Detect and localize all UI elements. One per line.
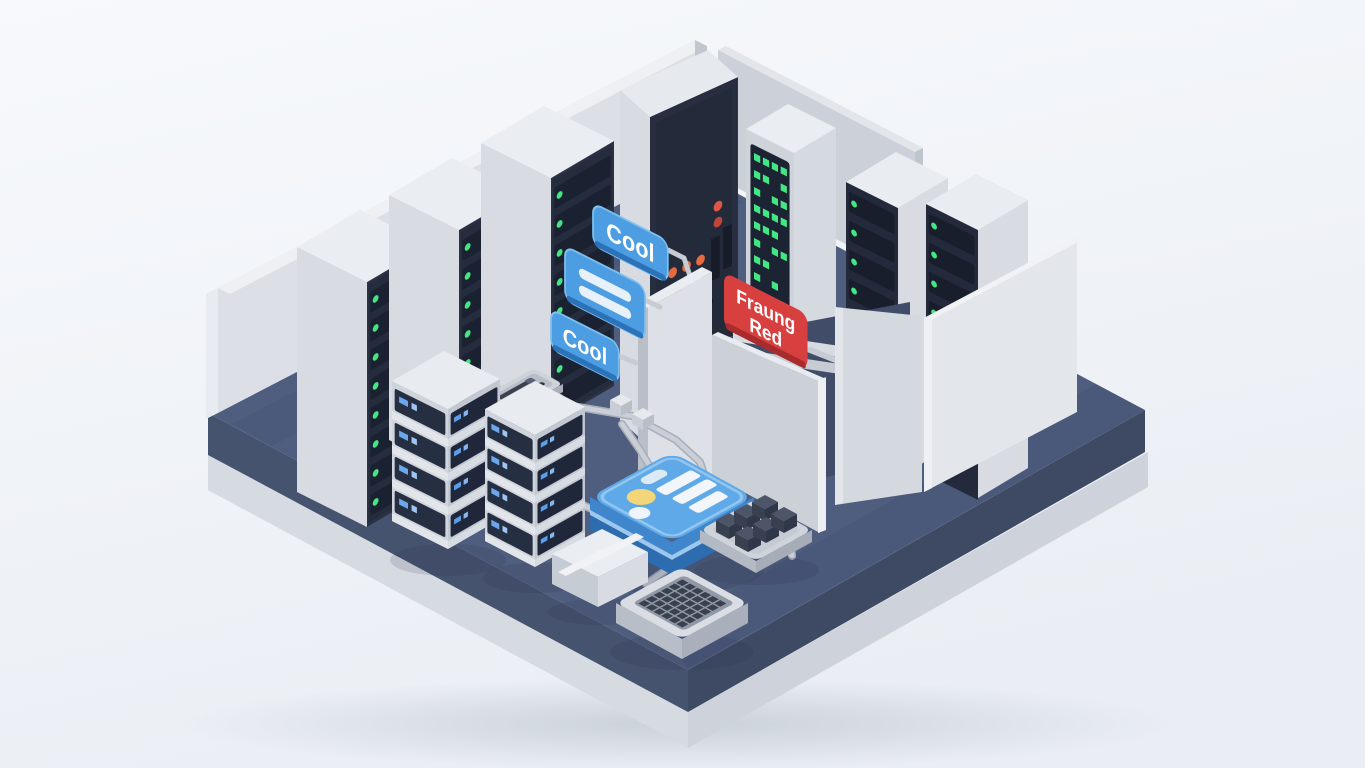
enclosure-left-wall [712,332,826,533]
connector-box-2 [632,408,654,430]
mini-server-stack-1 [392,351,501,549]
chip-cube-tray [700,495,812,573]
floor-side-right [688,410,1145,712]
platform-base [208,452,1148,748]
connector-box-1 [610,394,632,416]
dashboard-avatar-circle [626,489,656,505]
tag-stems [616,247,687,366]
red-tag: Fraung Red [724,275,841,369]
tool-screwdriver-1 [497,379,533,400]
dashboard-pill [640,469,668,485]
dashboard-blob [628,507,651,519]
server-rack-3 [481,106,614,423]
stepped-device [552,529,648,607]
right-wall-front [835,307,922,505]
status-tag-lines [564,248,646,339]
mini-server-stack-2 [485,381,585,568]
led-matrix [754,152,787,291]
dashboard-bars [656,470,728,513]
keypad [616,569,748,659]
right-wall-outer [924,237,1082,492]
